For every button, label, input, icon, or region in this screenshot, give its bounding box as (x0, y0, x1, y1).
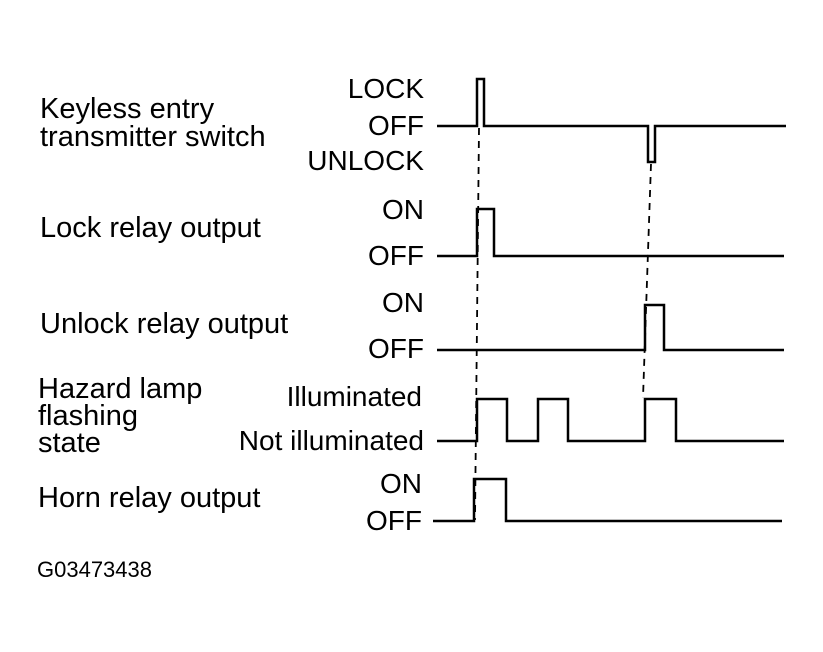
signal-label-hazard-line3: state (38, 427, 101, 459)
waveform-horn-relay (433, 477, 782, 523)
signal-horn-relay: Horn relay output ON OFF (38, 468, 782, 536)
level-label-off: OFF (368, 110, 424, 141)
signal-label-keyless-line1: Keyless entry (40, 93, 215, 125)
level-label-on: ON (382, 287, 424, 318)
signal-label-hazard-line1: Hazard lamp (38, 373, 202, 405)
waveform-unlock-relay (437, 303, 784, 352)
level-label-not-illuminated: Not illuminated (239, 425, 424, 456)
figure-code: G03473438 (37, 557, 152, 582)
waveform-lock-relay (437, 207, 784, 258)
level-label-lock: LOCK (348, 73, 425, 104)
waveform-hazard-lamp (437, 397, 784, 443)
level-label-on: ON (382, 194, 424, 225)
level-label-off: OFF (368, 333, 424, 364)
signal-hazard-lamp: Hazard lamp flashing state Illuminated N… (38, 373, 784, 459)
level-label-on: ON (380, 468, 422, 499)
signal-lock-relay: Lock relay output ON OFF (40, 194, 784, 271)
level-label-illuminated: Illuminated (287, 381, 422, 412)
waveform-keyless-entry (437, 77, 786, 164)
signal-label-keyless-line2: transmitter switch (40, 121, 266, 153)
signal-label-hazard-line2: flashing (38, 400, 138, 432)
signal-label-unlock-relay: Unlock relay output (40, 308, 288, 340)
timing-marker-unlock (642, 163, 652, 399)
signal-label-horn-relay: Horn relay output (38, 482, 260, 514)
timing-marker-lock (474, 127, 480, 521)
signal-unlock-relay: Unlock relay output ON OFF (40, 287, 784, 364)
level-label-off: OFF (368, 240, 424, 271)
signal-label-lock-relay: Lock relay output (40, 212, 261, 244)
level-label-off: OFF (366, 505, 422, 536)
signal-keyless-entry: Keyless entry transmitter switch LOCK OF… (40, 73, 786, 176)
level-label-unlock: UNLOCK (307, 145, 424, 176)
